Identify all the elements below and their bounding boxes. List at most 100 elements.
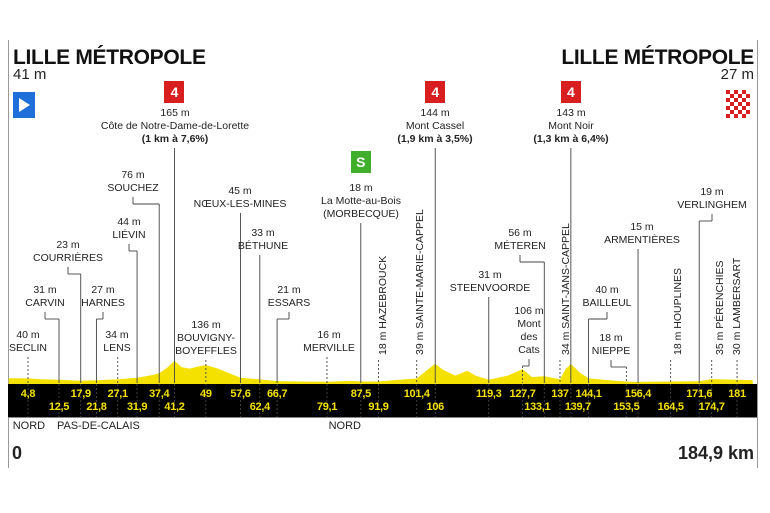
place-altitude: 30 m xyxy=(731,328,743,355)
km-marker-label: 171,6 xyxy=(686,388,713,400)
place-name: HOUPLINES xyxy=(672,268,684,329)
place-name: LAMBERSART xyxy=(731,257,743,329)
place-name: STEENVOORDE xyxy=(449,282,531,294)
km-marker-label: 27,1 xyxy=(107,388,129,400)
km-marker-label: 164,5 xyxy=(657,401,684,413)
km-marker-label: 37,4 xyxy=(149,388,170,400)
km-marker-label: 91,9 xyxy=(368,401,389,413)
place-name: PÉRENCHIES xyxy=(714,260,726,329)
vertical-place-label: 30 m LAMBERSART xyxy=(731,258,743,355)
km-marker-label: 156,4 xyxy=(625,388,652,400)
place-alt: 76 m xyxy=(121,169,145,181)
km-marker-label: 41,2 xyxy=(164,401,185,413)
place-altitude: 39 m xyxy=(414,328,426,355)
place-name: Mont Noir xyxy=(548,120,594,132)
km-marker-label: 127,7 xyxy=(509,388,536,400)
place-alt: 40 m xyxy=(16,329,40,341)
place-alt: 144 m xyxy=(420,107,450,119)
km-marker-label: 17,9 xyxy=(70,388,92,400)
place-name2: (MORBECQUE) xyxy=(323,208,399,220)
km-marker-label: 181 xyxy=(728,388,746,400)
place-name: BOUVIGNY- xyxy=(177,332,235,344)
km-marker-label: 79,1 xyxy=(316,401,338,413)
place-alt: 44 m xyxy=(117,216,141,228)
km-marker-label: 31,9 xyxy=(126,401,148,413)
place-alt: 33 m xyxy=(251,227,275,239)
place-alt: 15 m xyxy=(630,221,654,233)
place-name: HARNES xyxy=(81,297,125,309)
place-altitude: 18 m xyxy=(377,328,389,355)
km-marker-label: 106 xyxy=(426,401,445,413)
km-marker-label: 62,4 xyxy=(249,401,271,413)
place-name: La Motte-au-Bois xyxy=(321,195,401,207)
place-name: SECLIN xyxy=(9,342,47,354)
place-alt: 27 m xyxy=(91,284,115,296)
place-detail: (1,9 km à 3,5%) xyxy=(397,133,473,145)
department-label: PAS-DE-CALAIS xyxy=(56,420,140,432)
place-name2: des xyxy=(520,331,538,343)
finish-km: 184,9 km xyxy=(677,443,754,463)
profile-area xyxy=(8,360,753,384)
place-name: MERVILLE xyxy=(303,342,355,354)
vertical-place-label: 18 m HOUPLINES xyxy=(672,268,684,355)
place-alt: 31 m xyxy=(33,284,57,296)
place-name: COURRIÈRES xyxy=(32,252,104,264)
km-marker-label: 101,4 xyxy=(403,388,430,400)
km-marker-label: 49 xyxy=(200,388,212,400)
place-alt: 23 m xyxy=(56,239,80,251)
start-altitude: 41 m xyxy=(13,66,47,83)
place-alt: 143 m xyxy=(556,107,586,119)
place-alt: 45 m xyxy=(228,185,252,197)
place-name: SAINT-JANS-CAPPEL xyxy=(560,223,572,329)
vertical-place-label: 18 m HAZEBROUCK xyxy=(377,256,389,355)
place-alt: 165 m xyxy=(160,107,190,119)
place-name: SOUCHEZ xyxy=(107,182,159,194)
place-detail: (1 km à 7,6%) xyxy=(141,133,209,145)
frame-left xyxy=(8,40,9,468)
place-name: LIÉVIN xyxy=(112,229,146,241)
climb-category-flag-icon: 4 xyxy=(164,81,185,103)
place-alt: 56 m xyxy=(508,227,532,239)
place-name: SAINTE-MARIE-CAPPEL xyxy=(414,209,426,329)
place-name2: BOYEFFLES xyxy=(175,345,237,357)
km-marker-label: 87,5 xyxy=(350,388,372,400)
vertical-place-label: 34 m SAINT-JANS-CAPPEL xyxy=(560,223,572,355)
place-alt: 34 m xyxy=(105,329,129,341)
place-name: MÉTEREN xyxy=(494,240,546,252)
place-name: BÉTHUNE xyxy=(237,240,289,252)
km-marker-label: 66,7 xyxy=(266,388,288,400)
km-marker-label: 21,8 xyxy=(86,401,107,413)
place-name: ARMENTIÈRES xyxy=(604,234,680,246)
place-alt: 18 m xyxy=(599,332,623,344)
km-marker-label: 139,7 xyxy=(564,401,591,413)
km-marker-label: 144,1 xyxy=(575,388,602,400)
vertical-place-label: 35 m PÉRENCHIES xyxy=(714,260,726,355)
place-name: NIEPPE xyxy=(591,345,631,357)
place-name: CARVIN xyxy=(25,297,65,309)
km-marker-label: 12,5 xyxy=(48,401,70,413)
place-name: LENS xyxy=(103,342,131,354)
place-alt: 31 m xyxy=(478,269,502,281)
place-altitude: 34 m xyxy=(560,328,572,355)
